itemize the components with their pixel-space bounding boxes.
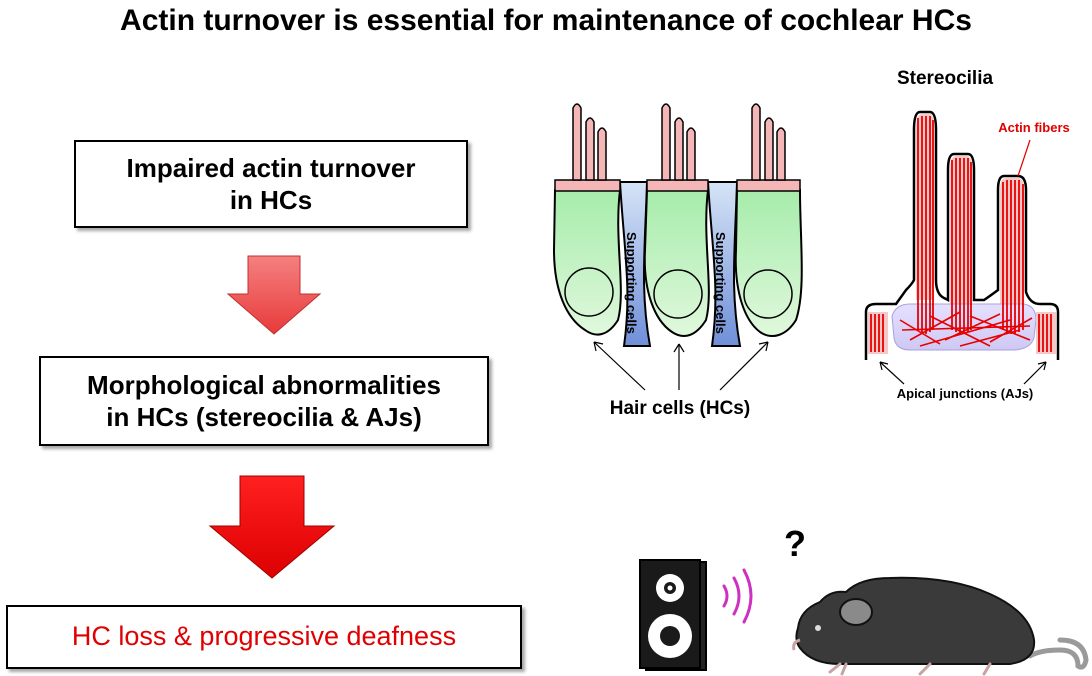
- speaker-icon: [639, 559, 707, 671]
- hair-bundle-1: [572, 103, 607, 181]
- step-2-line-2: in HCs (stereocilia & AJs): [106, 402, 422, 432]
- apical-junctions-label: Apical junctions (AJs): [897, 386, 1034, 401]
- actin-fibers: [917, 116, 1024, 334]
- page-title: Actin turnover is essential for maintena…: [120, 4, 972, 37]
- nucleus-1: [564, 267, 614, 317]
- step-3-text: HC loss & progressive deafness: [71, 621, 457, 652]
- actin-fibers-label: Actin fibers: [998, 120, 1070, 135]
- nucleus-3: [743, 269, 793, 319]
- actin-label-pointer: [1017, 139, 1031, 177]
- step-1-line-1: Impaired actin turnover: [126, 152, 416, 183]
- step-impaired-actin-box: Impaired actin turnover in HCs: [74, 140, 468, 228]
- cell-outline: [864, 110, 1060, 360]
- down-arrow-1: [226, 255, 322, 335]
- question-mark: ?: [784, 523, 806, 564]
- cuticular-plates: [554, 179, 801, 192]
- hair-cell-3: [734, 189, 803, 337]
- step-1-line-2: in HCs: [229, 185, 313, 215]
- hair-bundle-3: [751, 103, 786, 181]
- hair-bundle-2: [661, 103, 696, 181]
- down-arrow-2: [208, 475, 336, 579]
- mouse-icon: [792, 576, 1089, 676]
- step-morphological-box: Morphological abnormalities in HCs (ster…: [39, 356, 489, 446]
- step-2-line-1: Morphological abnormalities: [87, 369, 441, 400]
- stereocilia-title: Stereocilia: [897, 68, 994, 89]
- aj-pointers: [879, 361, 1047, 385]
- nucleus-2: [653, 269, 703, 319]
- supporting-cells-label-1: Supporting cells: [624, 232, 639, 334]
- hair-cell-1: [552, 189, 622, 336]
- sound-waves-icon: [722, 568, 753, 624]
- apical-junction-right: [1036, 312, 1056, 354]
- hair-cells-label: Hair cells (HCs): [610, 398, 750, 419]
- hair-cell-diagram: Supporting cells Supporting cells: [552, 103, 803, 419]
- stereocilia-diagram: Stereocilia: [864, 68, 1070, 401]
- actin-mesh: [899, 311, 1033, 347]
- hair-cell-2: [643, 189, 710, 337]
- hair-cell-pointers: [593, 341, 769, 391]
- supporting-cell-2: [706, 181, 742, 347]
- supporting-cells-label-2: Supporting cells: [713, 232, 728, 334]
- apical-junction-left: [868, 312, 888, 354]
- step-hc-loss-box: HC loss & progressive deafness: [6, 605, 522, 669]
